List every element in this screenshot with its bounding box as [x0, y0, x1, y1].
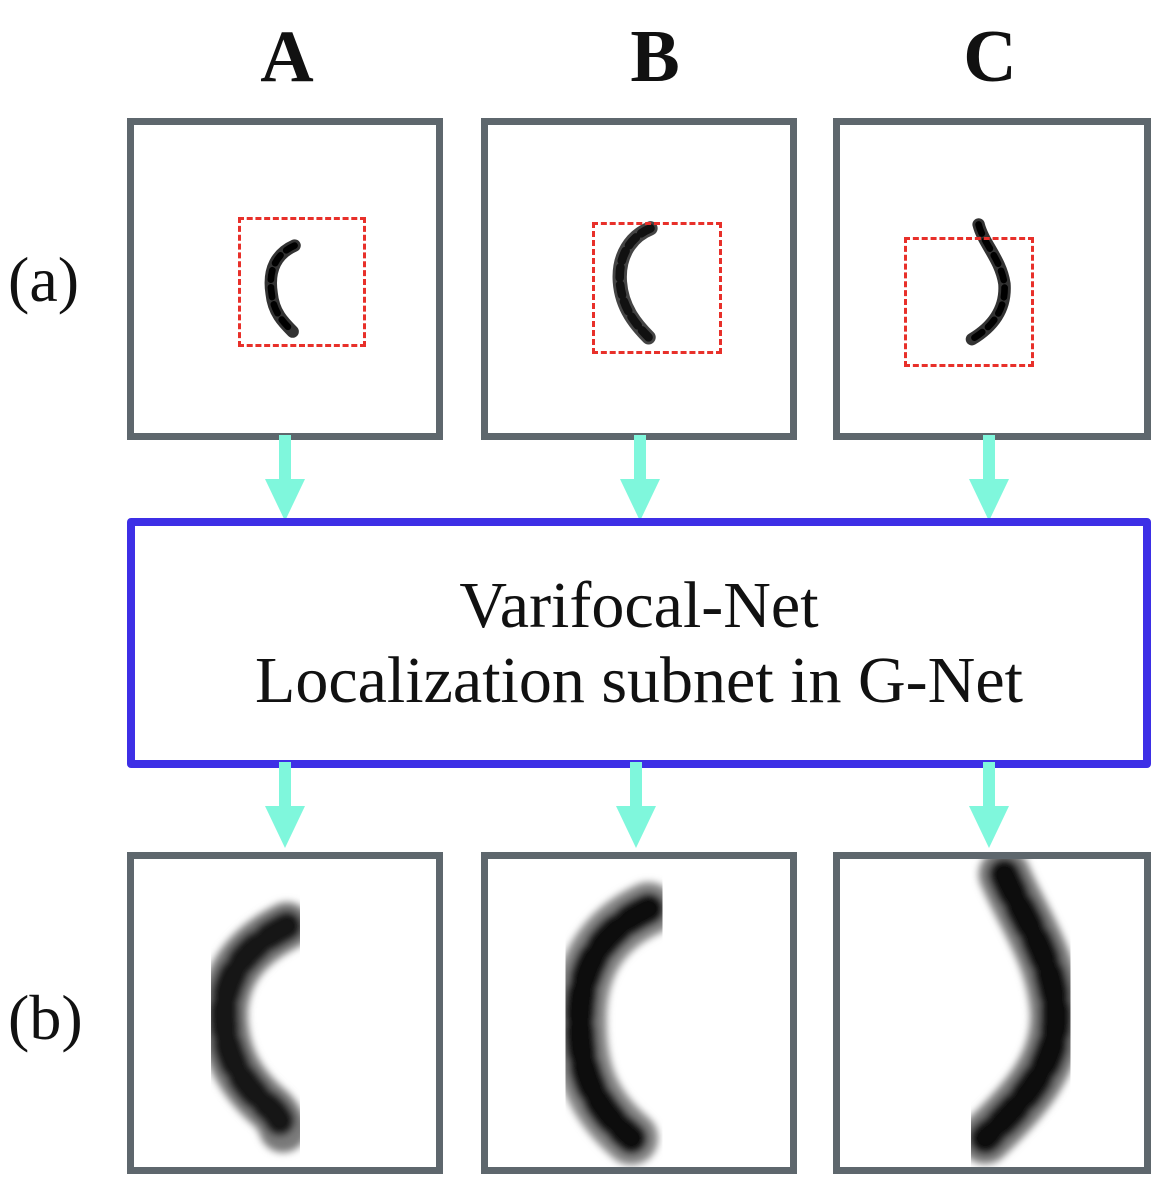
roi-box-b: [592, 222, 722, 354]
row-label-a: (a): [8, 244, 80, 315]
arrow-down-icon: [265, 762, 305, 848]
cropped-image-a: [127, 852, 443, 1174]
network-subtitle: Localization subnet in G-Net: [255, 644, 1023, 717]
cropped-image-b: [481, 852, 797, 1174]
cropped-image-c: [833, 852, 1151, 1174]
input-image-b: [481, 118, 797, 440]
chromosome-c-large: [959, 859, 1082, 1165]
chromosome-a-large: [199, 902, 311, 1153]
arrow-down-icon: [616, 762, 656, 848]
chromosome-a-small: [264, 239, 301, 338]
row-label-b: (b): [8, 982, 83, 1053]
column-header-c: C: [963, 16, 1017, 98]
column-header-b: B: [630, 16, 680, 98]
roi-box-c: [904, 237, 1034, 367]
chromosome-c-small: [965, 218, 1011, 346]
arrow-down-icon: [969, 435, 1009, 521]
input-image-c: [833, 118, 1151, 440]
chromosome-b-small: [612, 221, 658, 345]
roi-box-a: [238, 217, 366, 347]
chromosome-b-large: [552, 882, 676, 1165]
arrow-down-icon: [969, 762, 1009, 848]
arrow-down-icon: [620, 435, 660, 521]
network-title: Varifocal-Net: [459, 568, 819, 642]
network-box: Varifocal-Net Localization subnet in G-N…: [127, 518, 1151, 768]
column-header-a: A: [260, 16, 314, 98]
input-image-a: [127, 118, 443, 440]
arrow-down-icon: [265, 435, 305, 521]
